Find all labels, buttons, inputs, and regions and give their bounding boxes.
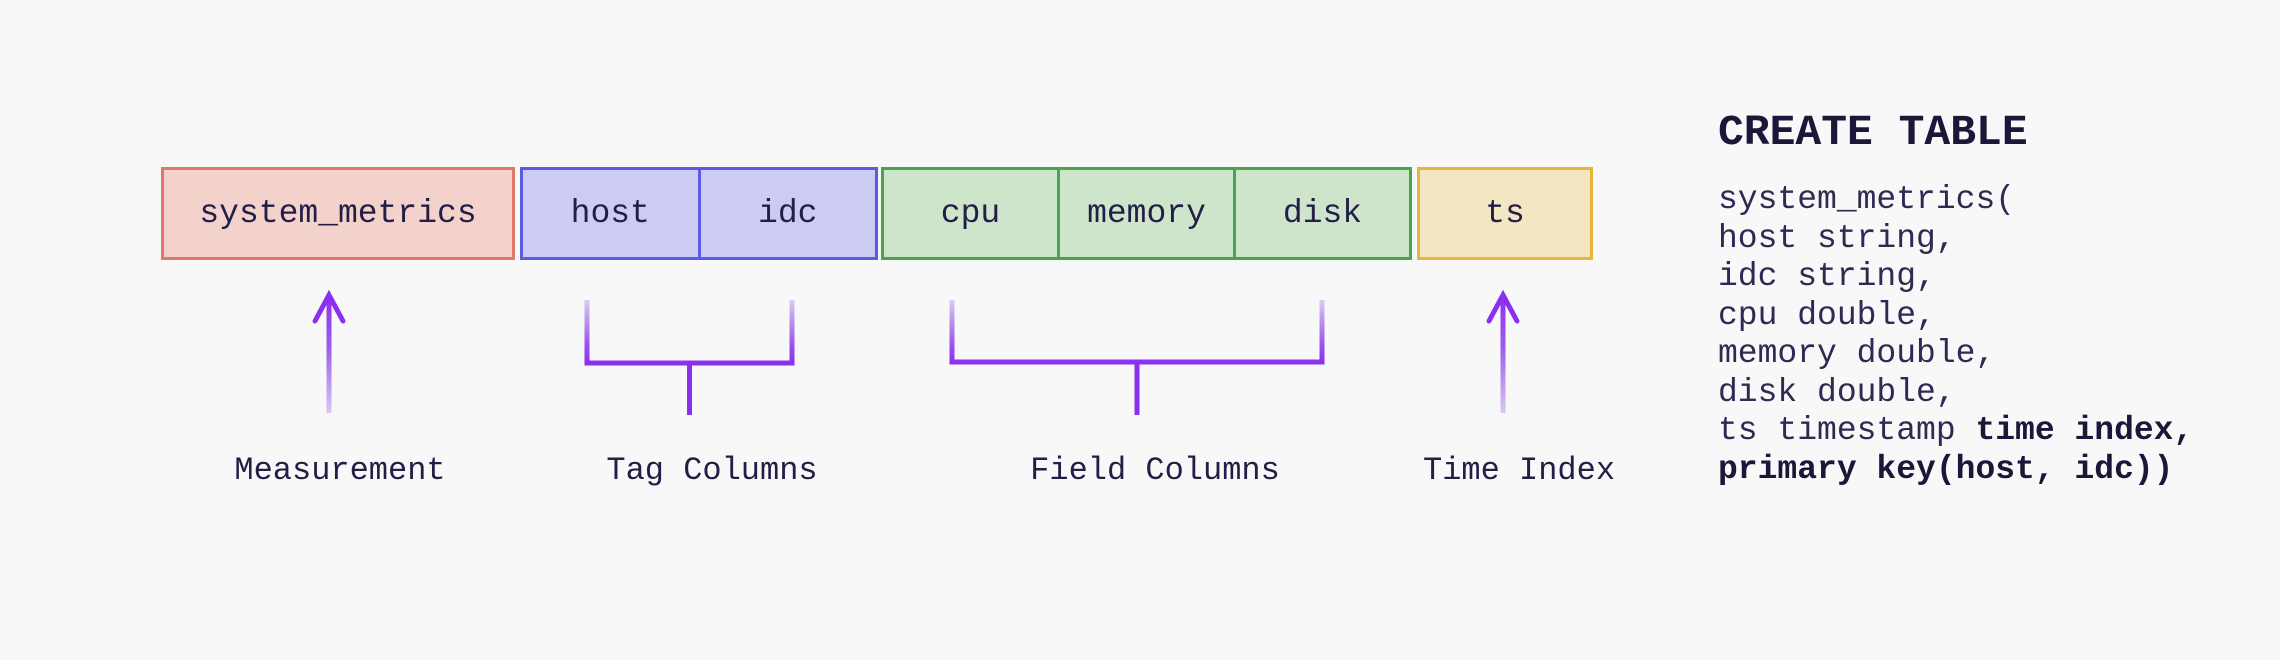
tag-column-box-host: host [523,170,698,257]
field-columns-bracket-icon [949,300,1325,415]
field-column-label: disk [1282,195,1363,232]
time-index-caption: Time Index [1422,452,1616,489]
sql-line: primary key(host, idc)) [1718,450,2174,488]
sql-line: system_metrics( [1718,181,2016,218]
sql-line: memory double, [1718,335,1996,372]
table-name-box: system_metrics [164,170,512,257]
tag-column-label: idc [758,195,818,232]
sql-snippet: system_metrics( host string, idc string,… [1718,181,2193,489]
sql-line: host string, [1718,219,1956,257]
time-column-label: ts [1485,195,1525,232]
sql-line: idc string, [1718,258,1936,295]
table-name-label: system_metrics [199,195,477,232]
measurement-group: system_metrics [161,167,515,260]
time-index-arrow-icon [1486,289,1520,413]
sql-line: disk double, [1718,373,1956,411]
field-column-label: memory [1087,195,1206,232]
measurement-caption: Measurement [234,452,446,489]
field-column-box-memory: memory [1057,170,1233,257]
field-columns-caption: Field Columns [1030,452,1280,489]
tag-columns-caption: Tag Columns [606,452,818,489]
time-column-box-ts: ts [1420,170,1590,257]
field-column-box-disk: disk [1233,170,1409,257]
field-columns-group: cpu memory disk [881,167,1412,260]
tag-columns-bracket-icon [584,300,795,415]
tag-columns-group: host idc [520,167,878,260]
sql-line: ts timestamp time index, [1718,412,2194,449]
tag-column-box-idc: idc [697,170,876,257]
sql-title: CREATE TABLE [1718,108,2028,157]
field-column-label: cpu [940,195,1001,232]
sql-line: cpu double, [1718,296,1936,334]
tag-column-label: host [570,195,650,232]
field-column-box-cpu: cpu [884,170,1057,257]
time-index-group: ts [1417,167,1593,260]
measurement-arrow-icon [312,289,346,413]
